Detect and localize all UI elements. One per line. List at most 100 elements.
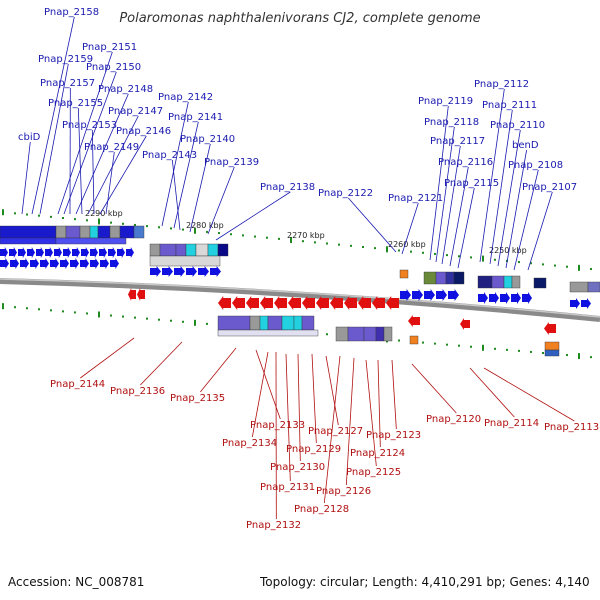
outer-tick (422, 251, 424, 254)
forward-gene-arrow (9, 247, 17, 258)
domain-box (97, 225, 111, 239)
outer-tick (386, 246, 388, 253)
gene-label-bottom: Pnap_2136 (110, 386, 165, 397)
domain-box (65, 225, 81, 239)
outer-tick (218, 232, 220, 235)
gene-label-top: Pnap_2146 (116, 126, 171, 137)
outer-tick (206, 230, 208, 233)
gene-label-bottom: Pnap_2134 (222, 438, 277, 449)
outer-tick (434, 252, 436, 255)
forward-gene-arrow (424, 289, 435, 301)
inner-tick (422, 341, 424, 344)
outer-tick (578, 264, 580, 271)
domain-box (217, 315, 251, 331)
gene-label-bottom: Pnap_2129 (286, 444, 341, 455)
gene-label-top: cbiD (18, 132, 41, 143)
gene-label-bottom: Pnap_2125 (346, 467, 401, 478)
outer-tick (290, 237, 292, 244)
domain-box (445, 271, 455, 285)
domain-box (435, 271, 447, 285)
domain-box (119, 225, 135, 239)
domain-box (569, 281, 589, 293)
protein-domain-tracks (0, 225, 600, 357)
forward-gene-arrow (400, 289, 411, 301)
inner-tick (590, 356, 592, 359)
inner-tick (530, 350, 532, 353)
leader-line-top (87, 115, 139, 215)
forward-gene-arrow (72, 247, 80, 258)
domain-box (347, 326, 365, 342)
reverse-gene-arrow (344, 296, 357, 310)
inner-tick (482, 344, 484, 351)
leader-line-bottom (345, 357, 355, 486)
forward-gene-arrow (60, 258, 69, 269)
leader-line-top (479, 88, 505, 263)
domain-box (109, 225, 121, 239)
outer-tick (14, 212, 16, 215)
forward-gene-arrow (110, 258, 119, 269)
outer-tick (158, 226, 160, 229)
reverse-gene-arrow (408, 315, 420, 327)
gene-label-bottom: Pnap_2124 (350, 448, 405, 459)
leader-line-top (77, 107, 83, 215)
domain-box (511, 275, 521, 289)
reverse-gene-arrow (288, 296, 301, 310)
gene-label-top: Pnap_2111 (482, 100, 537, 111)
inner-tick (50, 309, 52, 312)
kbp-label-2280: 2280 kbp (186, 221, 224, 230)
gene-label-top: Pnap_2149 (84, 142, 139, 153)
forward-gene-arrow (150, 266, 161, 277)
domain-box (453, 271, 465, 285)
leader-line-top (348, 197, 397, 253)
forward-gene-arrow (581, 298, 591, 309)
inner-tick (326, 333, 328, 336)
forward-gene-arrow (81, 247, 89, 258)
outer-tick (122, 222, 124, 225)
gene-label-bottom: Pnap_2133 (250, 420, 305, 431)
inner-tick (518, 349, 520, 352)
gene-label-top: Pnap_2118 (424, 117, 479, 128)
gene-label-top: Pnap_2147 (108, 106, 163, 117)
domain-box (544, 349, 560, 357)
gene-label-top: Pnap_2116 (438, 157, 493, 168)
forward-gene-arrow (30, 258, 39, 269)
outer-tick (242, 234, 244, 237)
leader-line-top (215, 191, 291, 241)
gene-label-top: Pnap_2155 (48, 98, 103, 109)
gene-label-top: Pnap_2139 (204, 157, 259, 168)
outer-tick (266, 236, 268, 239)
outer-tick (230, 233, 232, 236)
inner-tick (506, 348, 508, 351)
outer-tick (38, 214, 40, 217)
leader-line-top (57, 51, 113, 215)
gene-label-top: Pnap_2112 (474, 79, 529, 90)
inner-tick (38, 308, 40, 311)
gene-label-bottom: Pnap_2132 (246, 520, 301, 531)
leader-line-bottom (377, 359, 381, 448)
inner-tick (170, 319, 172, 322)
forward-gene-arrow (186, 266, 197, 277)
domain-box (281, 315, 295, 331)
gene-label-bottom: Pnap_2123 (366, 430, 421, 441)
leader-line-top (75, 93, 129, 215)
domain-box (267, 315, 283, 331)
outer-tick (362, 245, 364, 248)
outer-tick (374, 247, 376, 250)
reverse-gene-arrow (246, 296, 259, 310)
gene-label-top: Pnap_2151 (82, 42, 137, 53)
outer-tick (554, 264, 556, 267)
domain-box (259, 315, 269, 331)
domain-box (491, 275, 505, 289)
genome-backbone-highlight (0, 278, 600, 318)
leader-line-top (527, 191, 553, 271)
leader-line-bottom (325, 355, 339, 426)
forward-gene-arrow (478, 292, 488, 304)
gene-label-top: Pnap_2121 (388, 193, 443, 204)
outer-tick (62, 216, 64, 219)
inner-tick (146, 317, 148, 320)
domain-box (133, 225, 145, 239)
domain-box (55, 225, 67, 239)
leader-line-top (401, 202, 419, 255)
inner-tick (398, 339, 400, 342)
outer-tick (530, 262, 532, 265)
